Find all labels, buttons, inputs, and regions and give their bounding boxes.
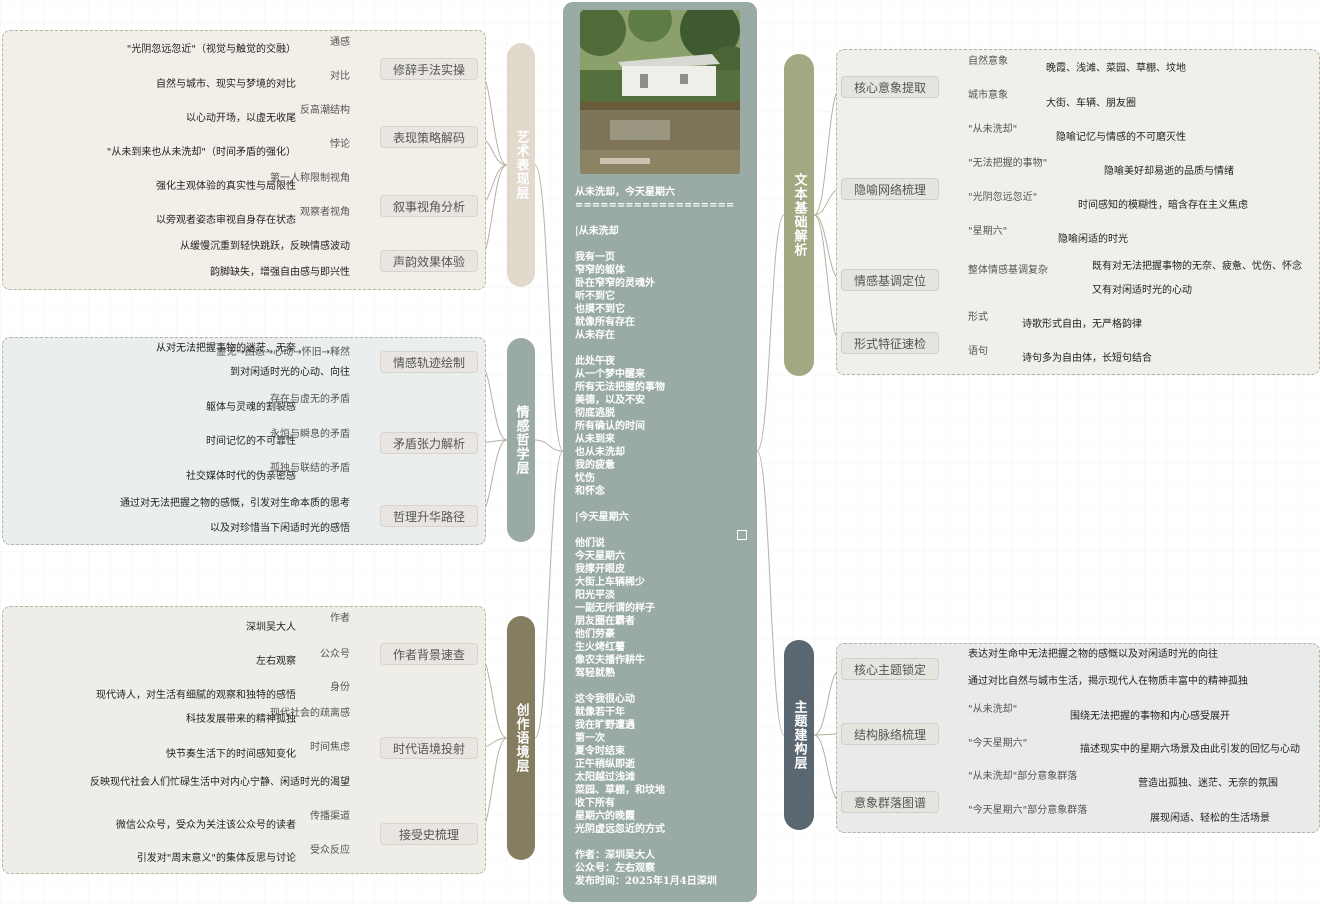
sub-node[interactable]: 哲理升华路径 — [380, 505, 478, 527]
item-key: 永恒与瞬息的矛盾 — [270, 429, 350, 440]
item-desc: "从未到来也从未洗却"（时间矛盾的强化） — [106, 147, 296, 158]
sub-node[interactable]: 形式特征速检 — [841, 332, 939, 354]
item-key: 悖论 — [330, 139, 350, 150]
item-desc: 营造出孤独、迷茫、无奈的氛围 — [1138, 778, 1278, 789]
item-desc: 社交媒体时代的伪亲密感 — [186, 471, 296, 482]
item-key: 公众号 — [320, 649, 350, 660]
item-desc: 诗句多为自由体，长短句结合 — [1022, 353, 1152, 364]
sub-node[interactable]: 情感轨迹绘制 — [380, 351, 478, 373]
item-desc: 躯体与灵魂的割裂感 — [206, 402, 296, 413]
item-desc: 时间记忆的不可靠性 — [206, 436, 296, 447]
item-desc: 晚霞、浅滩、菜园、草棚、坟地 — [1046, 63, 1186, 74]
item-desc: 又有对闲适时光的心动 — [1092, 285, 1192, 296]
item-key: 对比 — [330, 71, 350, 82]
item-desc: 隐喻闲适的时光 — [1058, 234, 1128, 245]
item-desc: 引发对"周末意义"的集体反思与讨论 — [136, 853, 296, 864]
central-poem-card[interactable]: 从未洗却，今天星期六 =================== |从未洗却 我有一… — [563, 2, 757, 902]
branch-r0[interactable]: 文本基础解析 — [784, 54, 814, 376]
item-desc: 展现闲适、轻松的生活场景 — [1150, 813, 1270, 824]
item-desc: 围绕无法把握的事物和内心感受展开 — [1070, 711, 1230, 722]
branch-0[interactable]: 艺术表现层 — [507, 43, 535, 287]
item-key: 整体情感基调复杂 — [968, 265, 1048, 276]
item-key: 身份 — [330, 682, 350, 693]
branch-2[interactable]: 创作语境层 — [507, 616, 535, 860]
item-desc: 表达对生命中无法把握之物的感慨以及对闲适时光的向往 — [968, 649, 1218, 660]
item-desc: 现代诗人，对生活有细腻的观察和独特的感悟 — [96, 690, 296, 701]
item-key: 通感 — [330, 37, 350, 48]
edit-icon[interactable] — [737, 530, 747, 540]
item-desc: 微信公众号，受众为关注该公众号的读者 — [116, 820, 296, 831]
item-desc: 以及对珍惜当下闲适时光的感悟 — [210, 523, 350, 534]
sub-node[interactable]: 表现策略解码 — [380, 126, 478, 148]
item-key: "无法把握的事物" — [968, 158, 1048, 169]
item-desc: 自然与城市、现实与梦境的对比 — [156, 79, 296, 90]
item-key: "星期六" — [968, 226, 1008, 237]
sub-node[interactable]: 作者背景速查 — [380, 643, 478, 665]
group-r0 — [836, 49, 1320, 375]
item-desc: 韵脚缺失，增强自由感与即兴性 — [210, 267, 350, 278]
item-desc: 隐喻美好却易逝的品质与情绪 — [1104, 166, 1234, 177]
item-desc: 快节奏生活下的时间感知变化 — [166, 749, 296, 760]
item-desc: 时间感知的模糊性，暗含存在主义焦虑 — [1078, 200, 1248, 211]
item-key: 孤独与联结的矛盾 — [270, 463, 350, 474]
item-key: "今天星期六"部分意象群落 — [968, 805, 1088, 816]
sub-node[interactable]: 接受史梳理 — [380, 823, 478, 845]
branch-1[interactable]: 情感哲学层 — [507, 338, 535, 542]
item-key: 时间焦虑 — [310, 742, 350, 753]
branch-r1[interactable]: 主题建构层 — [784, 640, 814, 830]
item-key: 受众反应 — [310, 845, 350, 856]
item-desc: 深圳吴大人 — [246, 622, 296, 633]
item-desc: 反映现代社会人们忙碌生活中对内心宁静、闲适时光的渴望 — [90, 777, 350, 788]
item-desc: 诗歌形式自由，无严格韵律 — [1022, 319, 1142, 330]
item-key: "从未洗却" — [968, 124, 1018, 135]
poem-text: 从未洗却，今天星期六 =================== |从未洗却 我有一… — [575, 187, 735, 887]
item-desc: 隐喻记忆与情感的不可磨灭性 — [1056, 132, 1186, 143]
item-key: 第一人称限制视角 — [270, 173, 350, 184]
item-desc: 既有对无法把握事物的无奈、疲惫、忧伤、怀念 — [1092, 261, 1302, 272]
item-key: 自然意象 — [968, 56, 1008, 67]
item-key: 语句 — [968, 346, 988, 357]
sub-node[interactable]: 意象群落图谱 — [841, 791, 939, 813]
item-key: 传播渠道 — [310, 811, 350, 822]
item-desc: 科技发展带来的精神孤独 — [186, 714, 296, 725]
item-key: "从未洗却"部分意象群落 — [968, 771, 1078, 782]
item-desc: 从缓慢沉重到轻快跳跃，反映情感波动 — [180, 241, 350, 252]
sub-node[interactable]: 时代语境投射 — [380, 737, 478, 759]
sub-node[interactable]: 结构脉络梳理 — [841, 723, 939, 745]
sub-node[interactable]: 核心意象提取 — [841, 76, 939, 98]
item-key: 形式 — [968, 312, 988, 323]
item-key: 城市意象 — [968, 90, 1008, 101]
item-key: 反高潮结构 — [300, 105, 350, 116]
item-desc: 以心动开场，以虚无收尾 — [186, 113, 296, 124]
sub-node[interactable]: 修辞手法实操 — [380, 58, 478, 80]
sub-node[interactable]: 叙事视角分析 — [380, 195, 478, 217]
sub-node[interactable]: 隐喻网络梳理 — [841, 178, 939, 200]
poem-photo — [580, 10, 740, 174]
sub-node[interactable]: 矛盾张力解析 — [380, 432, 478, 454]
item-desc: 以旁观者姿态审视自身存在状态 — [156, 215, 296, 226]
item-desc: 强化主观体验的真实性与局限性 — [156, 181, 296, 192]
item-desc: 通过对无法把握之物的感慨，引发对生命本质的思考 — [120, 498, 350, 509]
sub-node[interactable]: 核心主题锁定 — [841, 658, 939, 680]
item-desc: 从对无法把握事物的迷茫、无奈 — [156, 343, 296, 354]
item-key: "从未洗却" — [968, 704, 1018, 715]
item-key: "光阴忽远忽近" — [968, 192, 1038, 203]
item-desc: "光阴忽远忽近"（视觉与触觉的交融） — [126, 44, 296, 55]
item-desc: 描述现实中的星期六场景及由此引发的回忆与心动 — [1080, 744, 1300, 755]
item-desc: 左右观察 — [256, 656, 296, 667]
item-desc: 到对闲适时光的心动、向往 — [230, 367, 350, 378]
item-key: 现代社会的疏离感 — [270, 708, 350, 719]
item-desc: 通过对比自然与城市生活，揭示现代人在物质丰富中的精神孤独 — [968, 676, 1248, 687]
item-key: 存在与虚无的矛盾 — [270, 394, 350, 405]
item-key: "今天星期六" — [968, 738, 1028, 749]
sub-node[interactable]: 情感基调定位 — [841, 269, 939, 291]
sub-node[interactable]: 声韵效果体验 — [380, 250, 478, 272]
item-key: 作者 — [330, 613, 350, 624]
item-desc: 大街、车辆、朋友圈 — [1046, 98, 1136, 109]
item-key: 虚无→困惑→心动→怀旧→释然 — [216, 347, 350, 358]
item-key: 观察者视角 — [300, 207, 350, 218]
